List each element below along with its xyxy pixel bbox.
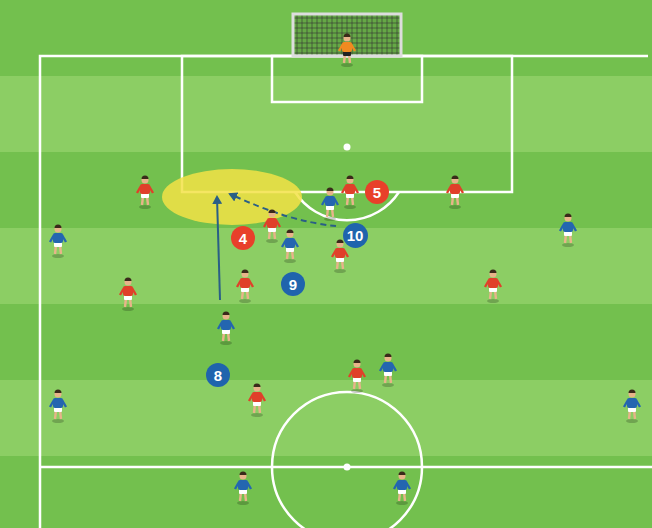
player-figure: [342, 176, 358, 209]
player-figure: [50, 390, 66, 423]
callout-number: 4: [231, 226, 255, 250]
callout-number-text: 5: [373, 184, 381, 201]
player-figure: [282, 230, 298, 263]
player-figure: [624, 390, 640, 423]
player-figure: [332, 240, 348, 274]
player-figure: [249, 384, 265, 417]
callout-number: 10: [343, 223, 368, 248]
callout-number-text: 8: [214, 367, 222, 384]
players: [50, 34, 640, 506]
player-figure: [120, 278, 136, 311]
player-figure: [394, 472, 410, 505]
player-figure: [50, 225, 66, 258]
player-figure: [560, 214, 576, 247]
callout-number-text: 9: [289, 276, 297, 293]
pass-arrow: [230, 194, 336, 226]
player-figure: [322, 188, 338, 222]
callout-number-text: 10: [347, 227, 364, 244]
callout-number: 5: [365, 180, 389, 204]
target-zone: [162, 169, 302, 225]
player-figure: [237, 270, 253, 304]
player-figure: [485, 270, 501, 304]
player-figure: [137, 176, 153, 209]
player-figure: [447, 176, 463, 209]
callout-number-text: 4: [239, 230, 247, 247]
callout-number: 9: [281, 272, 305, 296]
player-figure: [349, 360, 365, 394]
player-figure: [218, 312, 234, 345]
player-figure: [264, 210, 280, 243]
goal: [293, 14, 401, 56]
callout-number: 8: [206, 363, 230, 387]
player-figure: [380, 354, 396, 387]
player-figure: [339, 34, 355, 67]
run-arrow: [217, 197, 220, 300]
player-figure: [235, 472, 251, 505]
